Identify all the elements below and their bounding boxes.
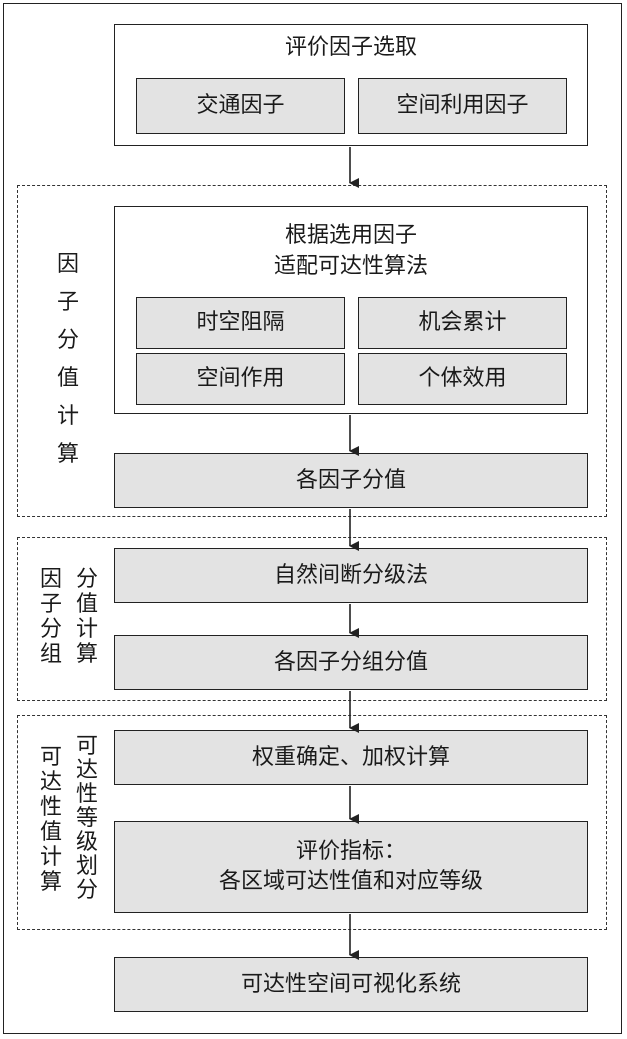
method-label: 机会累计 <box>418 310 507 336</box>
outer-frame <box>3 3 622 1034</box>
label-char: 可 <box>75 734 98 759</box>
group-score-result-label: 各因子分组分值 <box>273 649 428 675</box>
method-label: 时空阻隔 <box>196 310 285 336</box>
label-char: 可 <box>39 745 62 770</box>
factor-score-section-label: 因 子 分 值 计 算 <box>53 254 83 466</box>
method-individual-utility-box: 个体效用 <box>358 353 567 405</box>
method-opportunity-box: 机会累计 <box>358 297 567 349</box>
visualization-system-label: 可达性空间可视化系统 <box>240 971 461 997</box>
label-char: 值 <box>75 592 98 617</box>
space-use-factor-box: 空间利用因子 <box>358 78 567 134</box>
method-spatial-interaction-box: 空间作用 <box>136 353 345 405</box>
algorithm-adapt-title-line1: 根据选用因子 <box>284 223 417 248</box>
label-char: 达 <box>39 770 62 795</box>
label-char: 算 <box>56 442 79 467</box>
factor-score-result-label: 各因子分值 <box>295 467 406 493</box>
method-label: 个体效用 <box>418 366 507 392</box>
method-spatiotemporal-box: 时空阻隔 <box>136 297 345 349</box>
label-char: 值 <box>56 366 79 391</box>
traffic-factor-label: 交通因子 <box>196 93 285 119</box>
algorithm-adapt-title: 根据选用因子 适配可达性算法 <box>115 221 587 283</box>
accessibility-section-label-col2: 可 达 性 等 级 划 分 <box>73 736 101 902</box>
factor-selection-title: 评价因子选取 <box>284 35 417 60</box>
label-char: 子 <box>39 592 62 617</box>
label-char: 因 <box>39 567 62 592</box>
factor-group-section-label-col2: 分 值 计 算 <box>73 569 101 666</box>
label-char: 值 <box>39 820 62 845</box>
factor-group-section <box>17 537 607 701</box>
label-char: 计 <box>75 617 98 642</box>
label-char: 子 <box>56 290 79 315</box>
traffic-factor-box: 交通因子 <box>136 78 345 134</box>
accessibility-section-label-col1: 可 达 性 值 计 算 <box>37 747 65 894</box>
algorithm-adapt-box: 根据选用因子 适配可达性算法 时空阻隔 机会累计 空间作用 个体效用 <box>114 206 588 414</box>
accessibility-section <box>17 715 607 930</box>
label-char: 算 <box>39 870 62 895</box>
label-char: 等 <box>75 806 98 831</box>
label-char: 划 <box>75 854 98 879</box>
natural-breaks-box: 自然间断分级法 <box>114 548 588 603</box>
evaluation-index-box: 评价指标： 各区域可达性值和对应等级 <box>114 821 588 913</box>
factor-score-section <box>17 185 607 517</box>
factor-score-result-box: 各因子分值 <box>114 453 588 508</box>
label-char: 算 <box>75 642 98 667</box>
space-use-factor-label: 空间利用因子 <box>396 93 529 119</box>
label-char: 达 <box>75 758 98 783</box>
algorithm-adapt-title-line2: 适配可达性算法 <box>273 253 428 279</box>
label-char: 组 <box>39 642 62 667</box>
factor-selection-box: 评价因子选取 交通因子 空间利用因子 <box>114 24 588 146</box>
method-label: 空间作用 <box>196 366 285 392</box>
weighting-box: 权重确定、加权计算 <box>114 730 588 785</box>
label-char: 分 <box>75 878 98 903</box>
weighting-label: 权重确定、加权计算 <box>251 744 450 770</box>
label-char: 分 <box>39 617 62 642</box>
factor-group-section-label-col1: 因 子 分 组 <box>37 569 65 666</box>
natural-breaks-label: 自然间断分级法 <box>273 562 428 588</box>
evaluation-index-line2: 各区域可达性值和对应等级 <box>218 869 483 894</box>
label-char: 分 <box>56 328 79 353</box>
evaluation-index-line1: 评价指标： <box>295 839 406 865</box>
group-score-result-box: 各因子分组分值 <box>114 635 588 690</box>
label-char: 性 <box>39 795 62 820</box>
label-char: 分 <box>75 567 98 592</box>
label-char: 计 <box>39 845 62 870</box>
visualization-system-box: 可达性空间可视化系统 <box>114 957 588 1012</box>
label-char: 性 <box>75 782 98 807</box>
label-char: 因 <box>56 252 79 277</box>
label-char: 计 <box>56 404 79 429</box>
label-char: 级 <box>75 830 98 855</box>
